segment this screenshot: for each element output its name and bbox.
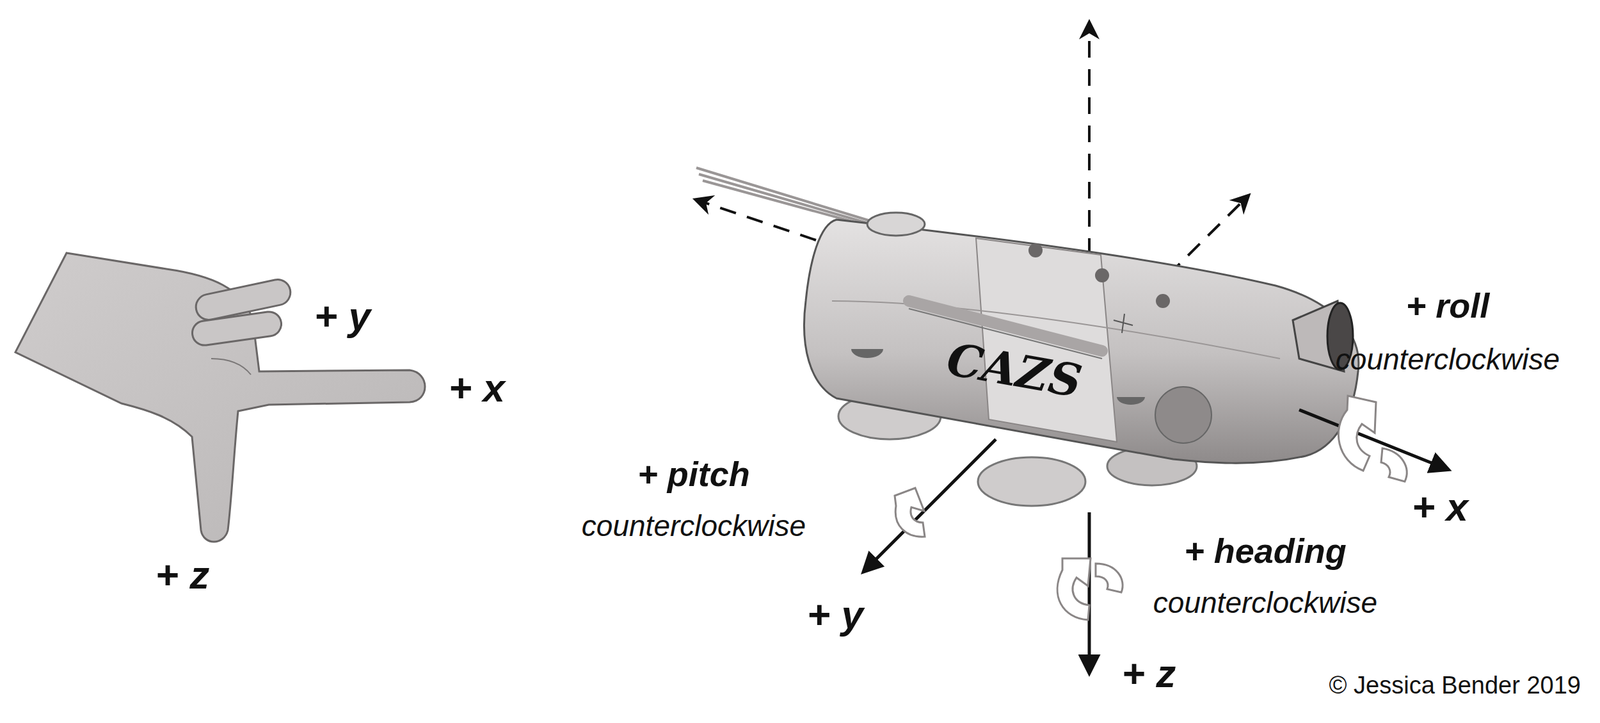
rotation-arrow bbox=[1057, 558, 1091, 620]
hole bbox=[1155, 293, 1170, 308]
rotation-arrow-tail bbox=[1381, 448, 1407, 482]
y-axis bbox=[864, 439, 996, 571]
rotation-name: + pitch bbox=[637, 455, 751, 493]
antenna bbox=[696, 167, 881, 230]
robot-foot bbox=[977, 456, 1086, 506]
axis-label: + x bbox=[448, 366, 505, 410]
rotation-direction: counterclockwise bbox=[1153, 586, 1378, 619]
rotation-direction: counterclockwise bbox=[1335, 343, 1560, 376]
dashed-axis bbox=[1088, 23, 1091, 255]
side-port bbox=[1155, 386, 1212, 443]
rotation-name: + heading bbox=[1184, 531, 1347, 570]
side-slot bbox=[1116, 396, 1145, 405]
axis-label: + x bbox=[1411, 485, 1469, 529]
hole bbox=[1028, 243, 1043, 258]
side-slot bbox=[851, 348, 884, 358]
axis-label: + z bbox=[155, 552, 210, 597]
body-seam bbox=[832, 300, 1280, 359]
rotation-arrow bbox=[1338, 395, 1376, 471]
rotation-arrow bbox=[894, 487, 925, 537]
rotation-name: + roll bbox=[1406, 286, 1490, 325]
pitch-arrow bbox=[894, 487, 925, 537]
rotation-arrow-tail bbox=[1095, 563, 1123, 592]
robot bbox=[696, 167, 1359, 506]
heading-arrow bbox=[1057, 558, 1123, 620]
antenna-wire bbox=[696, 167, 871, 221]
cross-mark bbox=[1113, 313, 1133, 333]
robot-lettering: CAZS bbox=[943, 334, 1086, 407]
knuckle-line bbox=[211, 358, 251, 375]
roll-arrow bbox=[1338, 395, 1407, 482]
axis-label: + z bbox=[1121, 651, 1176, 696]
axis-label: + y bbox=[314, 294, 371, 338]
dashed-axis bbox=[1168, 195, 1248, 276]
right-hand bbox=[15, 252, 425, 542]
z-axis bbox=[1088, 512, 1092, 672]
robot-body bbox=[803, 219, 1359, 463]
rotation-direction: counterclockwise bbox=[581, 509, 806, 543]
axis-label: + y bbox=[807, 592, 864, 637]
hatch bbox=[867, 212, 925, 236]
hand-outline bbox=[15, 252, 425, 542]
hole bbox=[1095, 268, 1110, 283]
copyright: © Jessica Bender 2019 bbox=[1329, 672, 1581, 699]
antenna-wire bbox=[698, 174, 876, 226]
curled-finger bbox=[190, 309, 283, 347]
